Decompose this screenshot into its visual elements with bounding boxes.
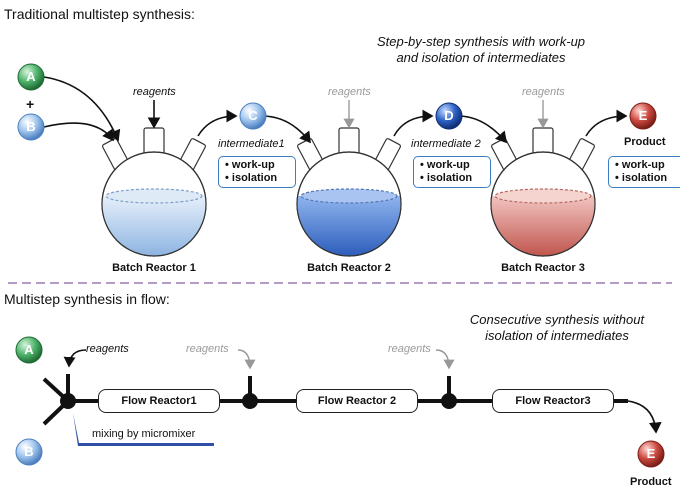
flow-product-arrow bbox=[627, 400, 662, 434]
isolation-item: • isolation bbox=[420, 172, 473, 184]
isolation-item: • isolation bbox=[615, 172, 668, 184]
compound-e-label: E bbox=[638, 108, 648, 123]
flow-compound-e-circle bbox=[637, 440, 665, 468]
flow-reactor-3: Flow Reactor3 bbox=[492, 389, 614, 413]
flow-section-title: Multistep synthesis in flow: bbox=[4, 291, 170, 307]
mixer-nodes bbox=[60, 393, 457, 409]
reagents-label-2: reagents bbox=[328, 86, 371, 98]
plus-sign: + bbox=[26, 96, 35, 112]
flow-reagent-arrow-3 bbox=[435, 349, 455, 370]
batch-reactor-1-label: Batch Reactor 1 bbox=[112, 262, 196, 274]
flow-compound-b-circle bbox=[15, 438, 43, 466]
flow-reactor-1: Flow Reactor1 bbox=[98, 389, 220, 413]
flow-compound-b-label: B bbox=[24, 444, 34, 459]
batch-reactor-3-label: Batch Reactor 3 bbox=[501, 262, 585, 274]
reagents-label-1: reagents bbox=[133, 86, 176, 98]
reagents-label-3: reagents bbox=[522, 86, 565, 98]
flow-compound-e-label: E bbox=[646, 446, 656, 461]
compound-a-circle bbox=[17, 63, 45, 91]
batch-product-label: Product bbox=[624, 136, 666, 148]
isolation-item: • isolation bbox=[225, 172, 278, 184]
flow-compound-a-label: A bbox=[24, 342, 34, 357]
workup-box-1: • work-up • isolation bbox=[218, 156, 296, 188]
compound-d-label: D bbox=[444, 108, 454, 123]
compound-e-circle bbox=[629, 102, 657, 130]
flow-note-line2: isolation of intermediates bbox=[485, 328, 629, 343]
flow-reagents-label-2: reagents bbox=[186, 343, 229, 355]
flow-reagents-label-1: reagents bbox=[86, 343, 129, 355]
compound-b-label: B bbox=[26, 119, 36, 134]
flow-note-line1: Consecutive synthesis without bbox=[469, 312, 645, 327]
workup-item: • work-up bbox=[225, 159, 275, 171]
flow-product-label: Product bbox=[630, 476, 672, 488]
flow-reactor-2: Flow Reactor 2 bbox=[296, 389, 418, 413]
batch-arrows bbox=[43, 76, 628, 144]
batch-note: Step-by-step synthesis with work-up and … bbox=[356, 34, 606, 66]
workup-box-3: • work-up • isolation bbox=[608, 156, 680, 188]
intermediate-1-label: intermediate1 bbox=[218, 138, 285, 150]
batch-reactor-2-label: Batch Reactor 2 bbox=[307, 262, 391, 274]
flow-compound-a-circle bbox=[15, 336, 43, 364]
batch-note-line1: Step-by-step synthesis with work-up bbox=[376, 34, 586, 49]
workup-item: • work-up bbox=[420, 159, 470, 171]
batch-gray-arrows bbox=[343, 100, 549, 129]
micromixer-label: mixing by micromixer bbox=[92, 428, 196, 440]
intermediate-2-label: intermediate 2 bbox=[411, 138, 481, 150]
compound-c-label: C bbox=[248, 108, 258, 123]
compound-b-circle bbox=[17, 113, 45, 141]
flow-reagent-arrow-1 bbox=[63, 349, 87, 368]
batch-note-line2: and isolation of intermediates bbox=[396, 50, 566, 65]
flow-note: Consecutive synthesis without isolation … bbox=[442, 312, 672, 344]
compound-d-circle bbox=[435, 102, 463, 130]
workup-box-2: • work-up • isolation bbox=[413, 156, 491, 188]
compound-c-circle bbox=[239, 102, 267, 130]
compound-a-label: A bbox=[26, 69, 36, 84]
flow-reagent-arrow-2 bbox=[237, 349, 256, 370]
workup-item: • work-up bbox=[615, 159, 665, 171]
batch-section-title: Traditional multistep synthesis: bbox=[4, 6, 195, 22]
flow-reagents-label-3: reagents bbox=[388, 343, 431, 355]
